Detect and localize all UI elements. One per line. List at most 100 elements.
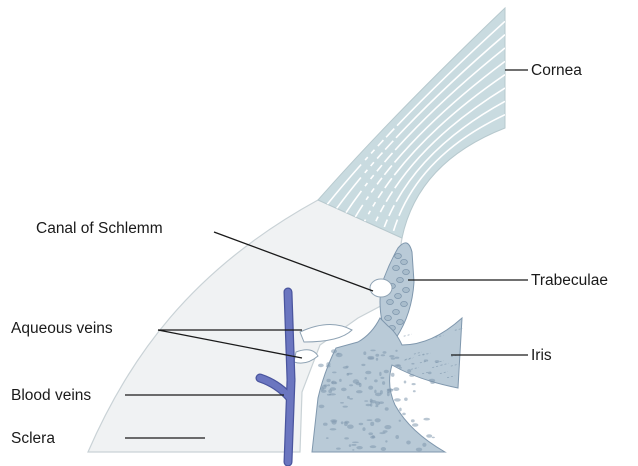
tissue-speckle	[368, 432, 373, 435]
trabecula-cell	[403, 269, 410, 274]
tissue-speckle	[416, 448, 422, 452]
trabecula-cell	[395, 253, 402, 258]
tissue-speckle	[381, 447, 386, 451]
tissue-speckle	[370, 445, 377, 448]
tissue-speckle	[404, 398, 408, 401]
tissue-speckle	[323, 423, 328, 426]
canal-of-schlemm	[370, 279, 392, 297]
tissue-speckle	[362, 427, 365, 431]
tissue-speckle	[432, 437, 435, 439]
tissue-speckle	[385, 407, 389, 410]
tissue-speckle	[336, 448, 341, 450]
tissue-speckle	[395, 357, 400, 359]
tissue-speckle	[319, 405, 325, 409]
trabecula-cell	[385, 315, 392, 320]
tissue-speckle	[394, 398, 401, 401]
tissue-speckle	[423, 418, 430, 421]
tissue-speckle	[344, 437, 349, 439]
tissue-speckle	[424, 359, 428, 361]
tissue-speckle	[370, 422, 374, 426]
tissue-speckle	[328, 389, 332, 393]
iris-label: Iris	[531, 347, 552, 364]
tissue-speckle	[349, 398, 353, 400]
tissue-speckle	[340, 402, 344, 404]
tissue-speckle	[375, 418, 381, 422]
tissue-speckle	[347, 425, 354, 429]
tissue-speckle	[321, 387, 324, 390]
blood-veins-label: Blood veins	[11, 387, 91, 404]
tissue-speckle	[411, 419, 415, 422]
trabecula-cell	[393, 309, 400, 314]
tissue-speckle	[347, 373, 350, 376]
tissue-speckle	[368, 357, 375, 360]
canal-of-schlemm-label: Canal of Schlemm	[36, 220, 163, 237]
tissue-speckle	[346, 366, 349, 368]
tissue-speckle	[380, 377, 384, 379]
tissue-speckle	[330, 419, 337, 422]
tissue-speckle	[404, 381, 407, 384]
tissue-speckle	[389, 355, 394, 358]
tissue-speckle	[409, 374, 414, 377]
trabecula-cell	[401, 301, 408, 306]
tissue-speckle	[383, 430, 388, 432]
tissue-speckle	[339, 379, 342, 382]
trabecula-cell	[395, 293, 402, 298]
tissue-speckle	[349, 444, 351, 447]
tissue-speckle	[399, 420, 401, 422]
tissue-speckle	[426, 434, 432, 437]
tissue-speckle	[356, 390, 363, 393]
tissue-speckle	[385, 440, 387, 442]
tissue-speckle	[364, 400, 368, 402]
tissue-speckle	[383, 351, 387, 354]
trabecula-cell	[403, 287, 410, 292]
tissue-speckle	[318, 364, 324, 368]
tissue-speckle	[391, 373, 395, 377]
tissue-speckle	[381, 354, 386, 356]
tissue-speckle	[394, 364, 400, 366]
tissue-speckle	[413, 390, 416, 392]
tissue-speckle	[376, 358, 378, 361]
tissue-speckle	[387, 392, 390, 396]
trabecula-cell	[387, 299, 394, 304]
trabeculae-label: Trabeculae	[531, 272, 608, 289]
tissue-speckle	[359, 423, 364, 425]
tissue-speckle	[372, 435, 375, 438]
tissue-speckle	[411, 363, 414, 365]
trabecula-cell	[397, 277, 404, 282]
tissue-speckle	[337, 353, 340, 355]
tissue-speckle	[356, 446, 362, 449]
tissue-speckle	[393, 387, 399, 391]
tissue-speckle	[407, 369, 411, 373]
tissue-speckle	[351, 444, 356, 446]
tissue-speckle	[395, 350, 397, 352]
tissue-speckle	[391, 358, 395, 360]
tissue-speckle	[365, 377, 367, 380]
tissue-speckle	[352, 442, 359, 444]
tissue-speckle	[344, 421, 349, 424]
tissue-speckle	[399, 408, 402, 412]
tissue-speckle	[387, 389, 393, 391]
tissue-speckle	[379, 372, 381, 376]
tissue-speckle	[343, 406, 348, 408]
tissue-speckle	[326, 362, 330, 366]
tissue-speckle	[384, 370, 389, 373]
tissue-speckle	[341, 388, 347, 392]
tissue-speckle	[367, 419, 373, 421]
tissue-speckle	[341, 421, 344, 424]
tissue-speckle	[382, 381, 385, 385]
iris-fiber	[404, 334, 412, 336]
tissue-speckle	[327, 394, 331, 396]
tissue-speckle	[326, 437, 329, 439]
tissue-speckle	[331, 381, 336, 385]
tissue-speckle	[363, 351, 366, 355]
tissue-speckle	[402, 413, 406, 416]
tissue-speckle	[361, 364, 365, 366]
tissue-speckle	[375, 354, 379, 357]
trabecula-cell	[393, 265, 400, 270]
tissue-speckle	[412, 423, 418, 427]
cornea-region	[318, 8, 505, 238]
tissue-speckle	[374, 379, 378, 382]
sclera-label: Sclera	[11, 430, 55, 447]
